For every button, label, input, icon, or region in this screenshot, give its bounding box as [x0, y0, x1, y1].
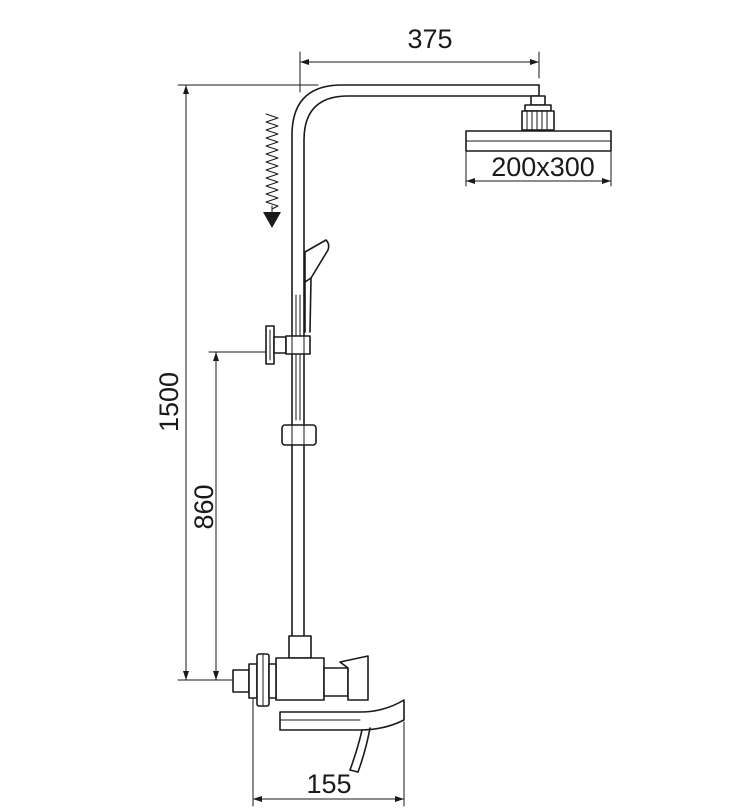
wall-connector	[232, 653, 277, 707]
water-flow-arrow-icon	[263, 113, 281, 228]
dimension-spout-width-label: 155	[306, 769, 351, 799]
dimension-total-height: 1500	[154, 84, 319, 681]
bath-spout	[279, 699, 405, 773]
mixer-valve-body	[275, 635, 369, 701]
dimension-spout-width: 155	[252, 689, 405, 807]
dimension-total-height-label: 1500	[154, 372, 184, 432]
dimension-arm-reach-label: 375	[407, 24, 452, 54]
wall-bracket	[265, 325, 311, 365]
slide-holder	[281, 424, 317, 446]
hand-shower	[295, 239, 330, 421]
dimension-head-size-label: 200x300	[491, 152, 595, 182]
dimension-bracket-height-label: 860	[189, 484, 219, 529]
dimension-arm-reach: 375	[299, 24, 540, 93]
rain-shower-head: 200x300	[465, 95, 612, 187]
riser-pipe	[291, 84, 540, 641]
dimension-bracket-height: 860	[189, 351, 269, 681]
